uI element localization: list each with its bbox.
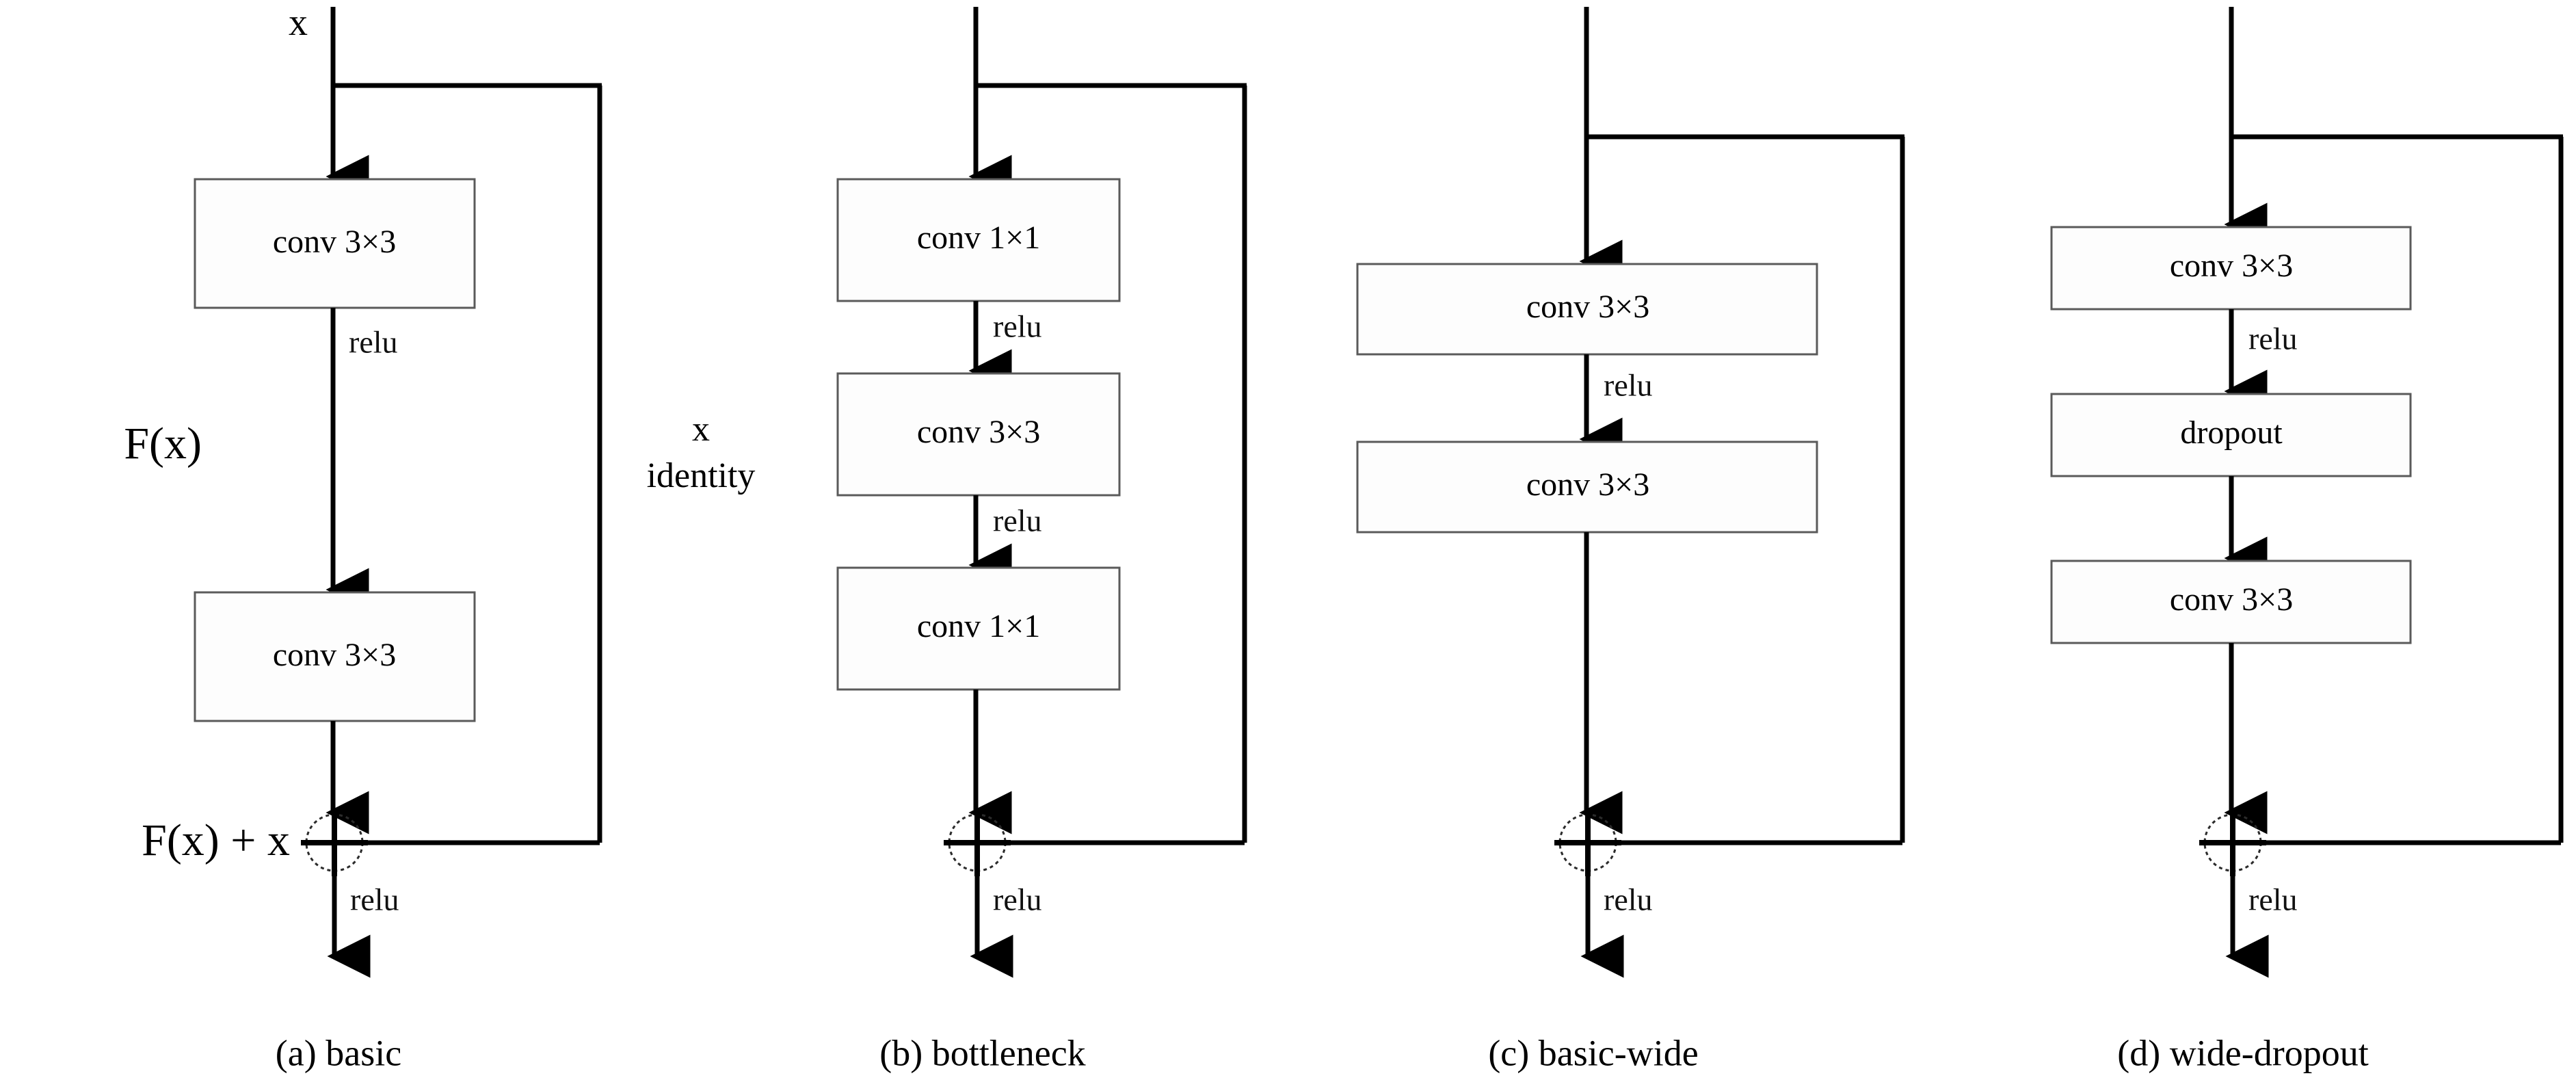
edge-label-c-1: relu: [1604, 882, 1653, 917]
block-label-d-2: conv 3×3: [2170, 581, 2293, 618]
block-rect-c-1[interactable]: [1356, 441, 1818, 534]
block-label-a-1: conv 3×3: [273, 637, 396, 673]
block-label-b-2: conv 1×1: [917, 608, 1040, 644]
panel-wide-dropout: conv 3×3 relu dropout conv 3×3 relu (d) …: [2050, 7, 2564, 1073]
block-rect-a-0[interactable]: [194, 178, 476, 309]
panel-bottleneck: conv 1×1 relu conv 3×3 relu conv 1×1 rel…: [836, 7, 1247, 1073]
sum-node-d: [2199, 809, 2266, 876]
block-rect-a-1[interactable]: [194, 591, 476, 722]
block-label-c-0: conv 3×3: [1526, 289, 1649, 325]
sum-node-b: [944, 809, 1011, 876]
edge-label-a-0: relu: [349, 325, 398, 360]
block-rect-b-1[interactable]: [836, 372, 1121, 497]
block-label-a-0: conv 3×3: [273, 224, 396, 260]
caption-wide-dropout: (d) wide-dropout: [2117, 1032, 2368, 1073]
sum-node-a: [301, 809, 368, 876]
edge-label-b-2: relu: [993, 882, 1042, 917]
branch-label-a: F(x): [124, 419, 202, 469]
panel-basic-wide: conv 3×3 relu conv 3×3 relu (c) basic-wi…: [1356, 7, 1905, 1073]
sum-node-c: [1554, 809, 1621, 876]
caption-basic: (a) basic: [276, 1032, 401, 1073]
edge-label-b-0: relu: [993, 309, 1042, 344]
block-rect-d-1[interactable]: [2050, 393, 2412, 477]
block-rect-b-2[interactable]: [836, 566, 1121, 691]
edge-label-d-1: relu: [2248, 882, 2298, 917]
block-rect-c-0[interactable]: [1356, 263, 1818, 356]
edge-label-b-1: relu: [993, 503, 1042, 538]
input-label-a: x: [289, 1, 308, 44]
caption-basic-wide: (c) basic-wide: [1488, 1032, 1698, 1073]
skip-label-line2-a: identity: [647, 456, 756, 495]
block-label-d-0: conv 3×3: [2170, 248, 2293, 284]
caption-bottleneck: (b) bottleneck: [879, 1032, 1085, 1073]
block-label-d-1: dropout: [2180, 415, 2283, 451]
edge-label-c-0: relu: [1604, 368, 1653, 403]
edge-label-a-1: relu: [350, 882, 399, 917]
panel-basic: conv 3×3 relu conv 3×3 relu x F(x): [124, 1, 755, 1074]
block-label-c-1: conv 3×3: [1526, 466, 1649, 503]
skip-label-line1-a: x: [692, 410, 710, 449]
block-rect-d-0[interactable]: [2050, 226, 2412, 311]
block-label-b-0: conv 1×1: [917, 220, 1040, 256]
sum-expression-a: F(x) + x: [142, 815, 290, 865]
edge-label-d-0: relu: [2248, 321, 2298, 356]
block-label-b-1: conv 3×3: [917, 414, 1040, 450]
block-rect-b-0[interactable]: [836, 178, 1121, 302]
